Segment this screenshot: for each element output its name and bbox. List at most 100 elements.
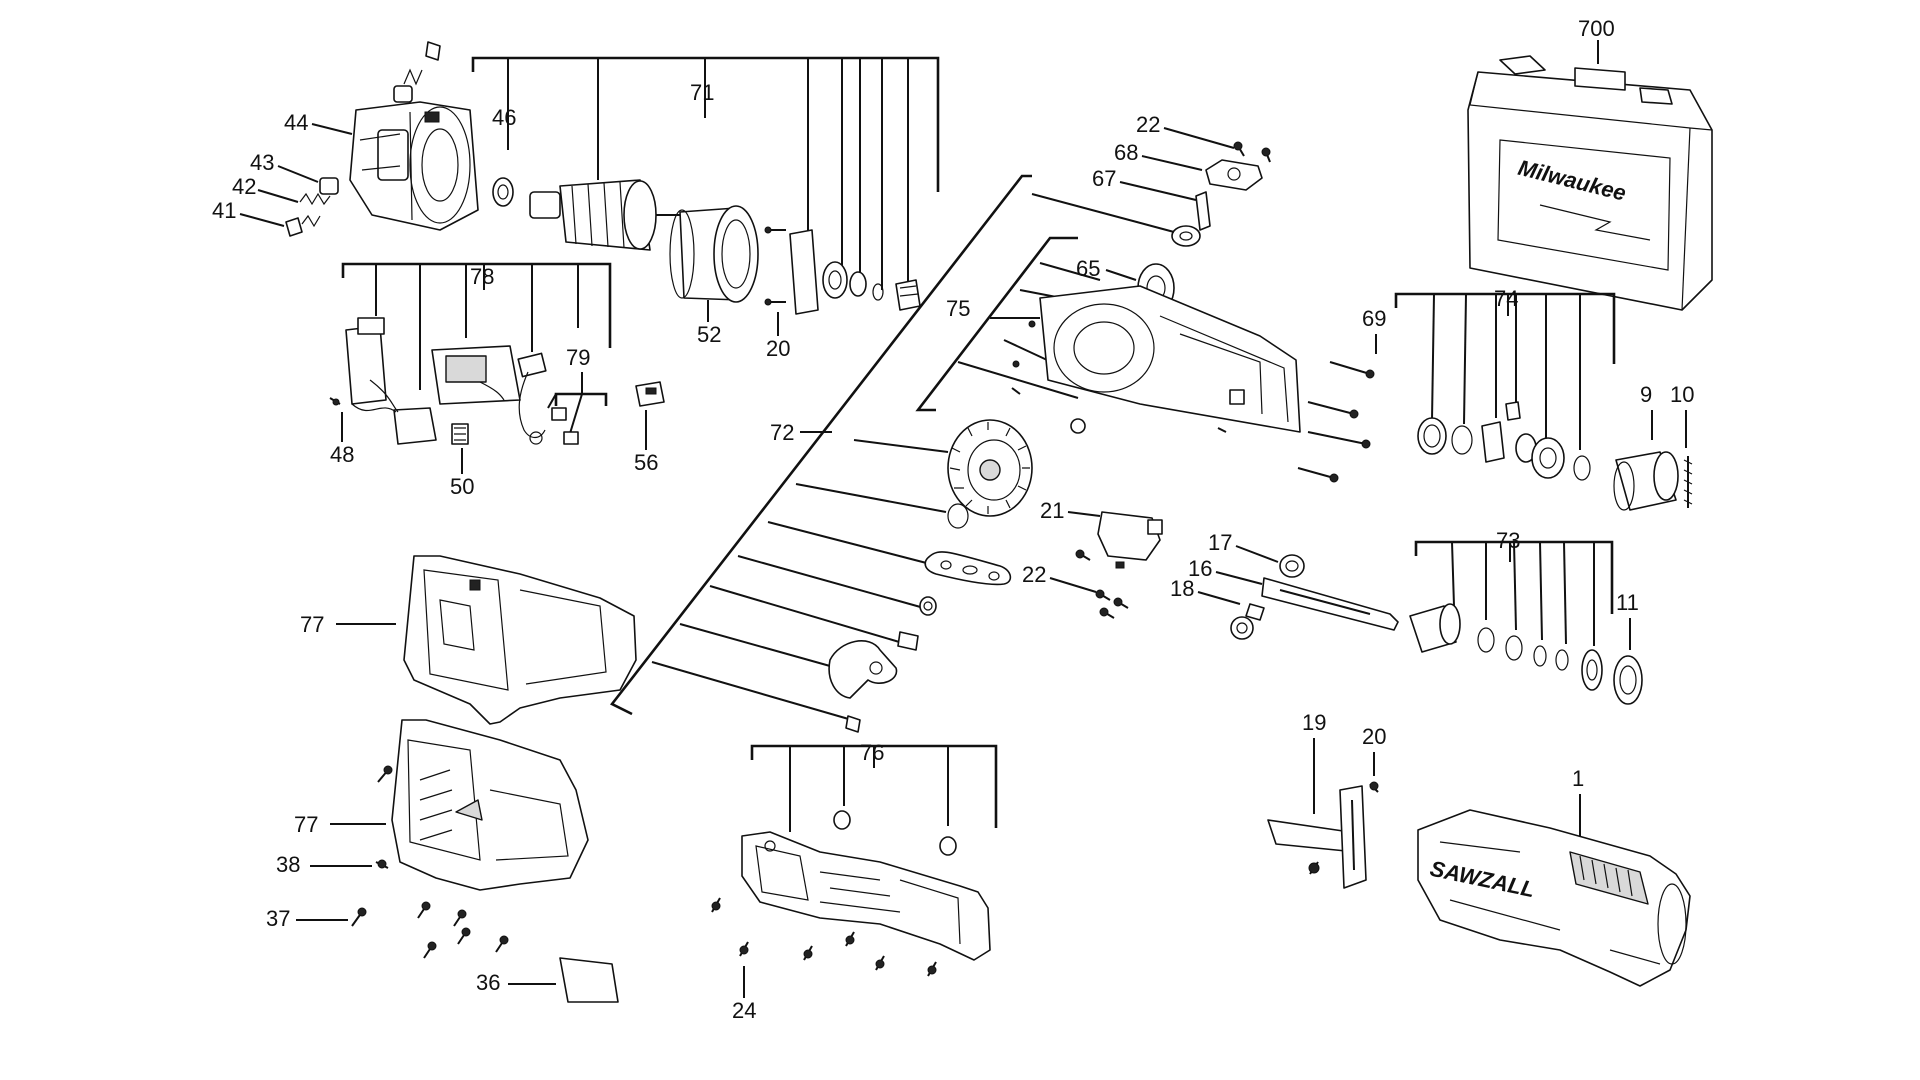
part-10-spring-pin <box>1683 456 1693 508</box>
bevel-gear <box>947 419 1033 517</box>
label-21: 21 <box>1040 498 1064 523</box>
part-11-seal <box>1613 655 1643 705</box>
plunger-roller <box>1230 616 1254 640</box>
part-36-nameplate <box>559 957 619 1003</box>
label-41: 41 <box>212 198 236 223</box>
label-56: 56 <box>634 450 658 475</box>
label-79: 79 <box>566 345 590 370</box>
part-46-bearing <box>492 177 514 207</box>
label-11: 11 <box>1616 590 1639 615</box>
label-38: 38 <box>276 852 300 877</box>
bracket-71 <box>471 56 940 290</box>
armature <box>529 179 680 251</box>
part-37-screws <box>351 765 509 959</box>
label-19: 19 <box>1302 710 1326 735</box>
part-21-clamp <box>1097 511 1163 569</box>
bracket-79 <box>547 372 608 441</box>
bracket-78 <box>341 262 612 390</box>
part-9-sleeve <box>1613 451 1679 511</box>
label-20-shoe: 20 <box>1362 724 1386 749</box>
label-17: 17 <box>1208 530 1232 555</box>
part-38-screw <box>375 859 389 869</box>
label-22-top: 22 <box>1136 112 1160 137</box>
wire-harness <box>517 352 547 445</box>
small-nut <box>919 596 937 616</box>
counterweight <box>828 640 898 699</box>
part-700-carrying-case: Milwaukee <box>1467 55 1713 311</box>
housing-small-parts <box>1011 387 1227 434</box>
part-76-gear-cover <box>741 831 991 961</box>
label-68: 68 <box>1114 140 1138 165</box>
label-700: 700 <box>1578 16 1615 41</box>
part-42-brush-spring <box>299 192 331 206</box>
guide-parts <box>1409 603 1603 691</box>
label-48: 48 <box>330 442 354 467</box>
bracket-76 <box>750 744 998 832</box>
counterweight-pin <box>897 631 919 651</box>
label-16: 16 <box>1188 556 1212 581</box>
label-78: 78 <box>470 264 494 289</box>
label-22-mid: 22 <box>1022 562 1046 587</box>
label-20-motor: 20 <box>766 336 790 361</box>
bracket-73 <box>1414 540 1614 646</box>
label-67: 67 <box>1092 166 1116 191</box>
part-56-lamp <box>635 381 665 407</box>
part-50-spring <box>451 423 469 445</box>
bracket-74 <box>1394 292 1616 450</box>
part-22-clamp-screws <box>1095 589 1129 619</box>
label-9: 9 <box>1640 382 1652 407</box>
part-18-pin <box>1245 603 1265 621</box>
part-52-stator <box>669 205 759 303</box>
label-1: 1 <box>1572 766 1584 791</box>
part-48-pin <box>329 397 341 406</box>
label-37: 37 <box>266 906 290 931</box>
part-44-brush-holder <box>349 101 479 231</box>
blade-clamp-parts <box>1417 401 1591 481</box>
part-41-brush-cap <box>285 214 321 237</box>
label-69: 69 <box>1362 306 1386 331</box>
part-19-shoe <box>1267 785 1367 889</box>
label-71: 71 <box>690 80 714 105</box>
trigger-switch <box>345 317 437 445</box>
label-18: 18 <box>1170 576 1194 601</box>
label-42: 42 <box>232 174 256 199</box>
label-46: 46 <box>492 105 516 130</box>
part-17-bushing <box>1279 554 1305 578</box>
bracket-72 <box>610 174 1032 721</box>
connecting-link <box>924 551 1012 586</box>
part-79-switch-parts <box>551 407 579 445</box>
part-69-screws <box>1297 361 1375 483</box>
motor-shaft-parts <box>822 261 921 311</box>
part-1-sawzall-boot: SAWZALL <box>1417 809 1691 987</box>
label-76: 76 <box>860 740 884 765</box>
gear-housing <box>1012 285 1301 433</box>
label-24: 24 <box>732 998 756 1023</box>
label-43: 43 <box>250 150 274 175</box>
gear-washer <box>947 503 969 529</box>
gear-cover-nuts <box>833 810 957 856</box>
label-73: 73 <box>1496 528 1520 553</box>
part-77-housing-lower <box>391 719 589 891</box>
label-77-upper: 77 <box>300 612 324 637</box>
part-77-housing-upper <box>403 555 637 725</box>
part-68-cover-plate <box>1205 159 1263 191</box>
part-67-shaft <box>1171 191 1211 247</box>
label-77-lower: 77 <box>294 812 318 837</box>
label-52: 52 <box>697 322 721 347</box>
label-65: 65 <box>1076 256 1100 281</box>
part-22-cover-screws <box>1233 141 1271 163</box>
label-10: 10 <box>1670 382 1694 407</box>
part-20-shoe-screw <box>1369 781 1379 793</box>
part-43-carbon-brush <box>319 177 339 195</box>
label-74: 74 <box>1494 286 1518 311</box>
label-72: 72 <box>770 420 794 445</box>
screw-near-clamp <box>1075 549 1091 561</box>
label-36: 36 <box>476 970 500 995</box>
label-75: 75 <box>946 296 970 321</box>
shoe-screw <box>1308 861 1320 875</box>
control-pcb <box>431 345 521 405</box>
part-24-screws <box>711 897 937 977</box>
brush-parts-top <box>393 41 441 103</box>
label-44: 44 <box>284 110 308 135</box>
